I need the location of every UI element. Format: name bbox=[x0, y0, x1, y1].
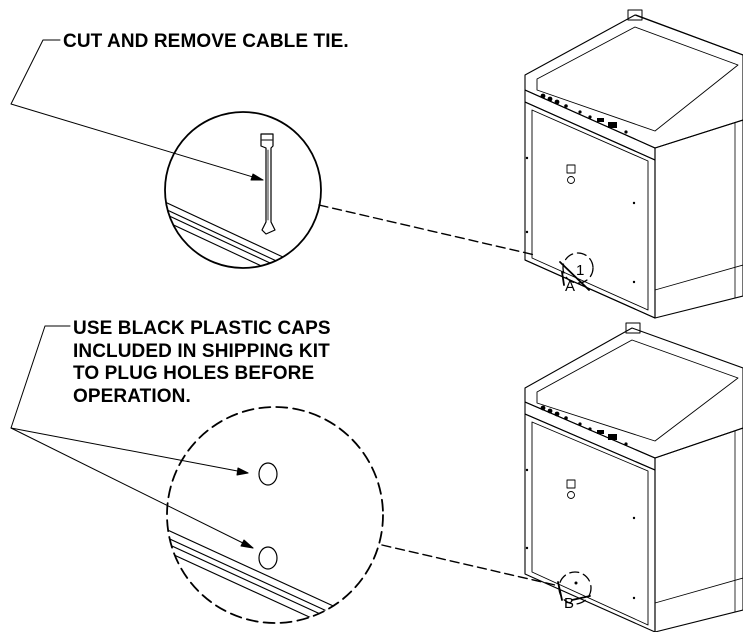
hole-lower-icon bbox=[258, 546, 278, 570]
callout-plastic-caps: USE BLACK PLASTIC CAPS INCLUDED IN SHIPP… bbox=[73, 318, 331, 408]
hole-upper-icon bbox=[258, 462, 278, 486]
control-knobs-bottom bbox=[540, 405, 628, 446]
detail-index-1: 1 bbox=[576, 262, 584, 279]
leader-plastic-caps bbox=[10, 325, 254, 549]
callout-caps-line-4: OPERATION. bbox=[73, 385, 191, 407]
dashed-connector-b bbox=[381, 544, 556, 586]
detail-label-a: A bbox=[565, 278, 575, 295]
detail-circle-plastic-caps bbox=[166, 406, 384, 624]
detail-label-b: B bbox=[564, 595, 574, 612]
dashed-connector-a bbox=[318, 204, 536, 256]
appliance-bottom bbox=[524, 322, 743, 633]
detail-circle-cable-tie bbox=[164, 111, 322, 269]
leader-cable-tie bbox=[10, 39, 264, 181]
callout-cable-tie-line-1: CUT AND REMOVE CABLE TIE. bbox=[63, 31, 349, 52]
callout-caps-line-3: TO PLUG HOLES BEFORE bbox=[73, 363, 315, 384]
callout-cut-cable-tie: CUT AND REMOVE CABLE TIE. bbox=[63, 31, 349, 54]
control-knobs-top bbox=[540, 93, 628, 134]
cable-tie-icon bbox=[260, 133, 276, 235]
callout-caps-line-1: USE BLACK PLASTIC CAPS bbox=[73, 318, 331, 339]
appliance-top bbox=[524, 9, 743, 319]
callout-caps-line-2: INCLUDED IN SHIPPING KIT bbox=[73, 340, 330, 362]
